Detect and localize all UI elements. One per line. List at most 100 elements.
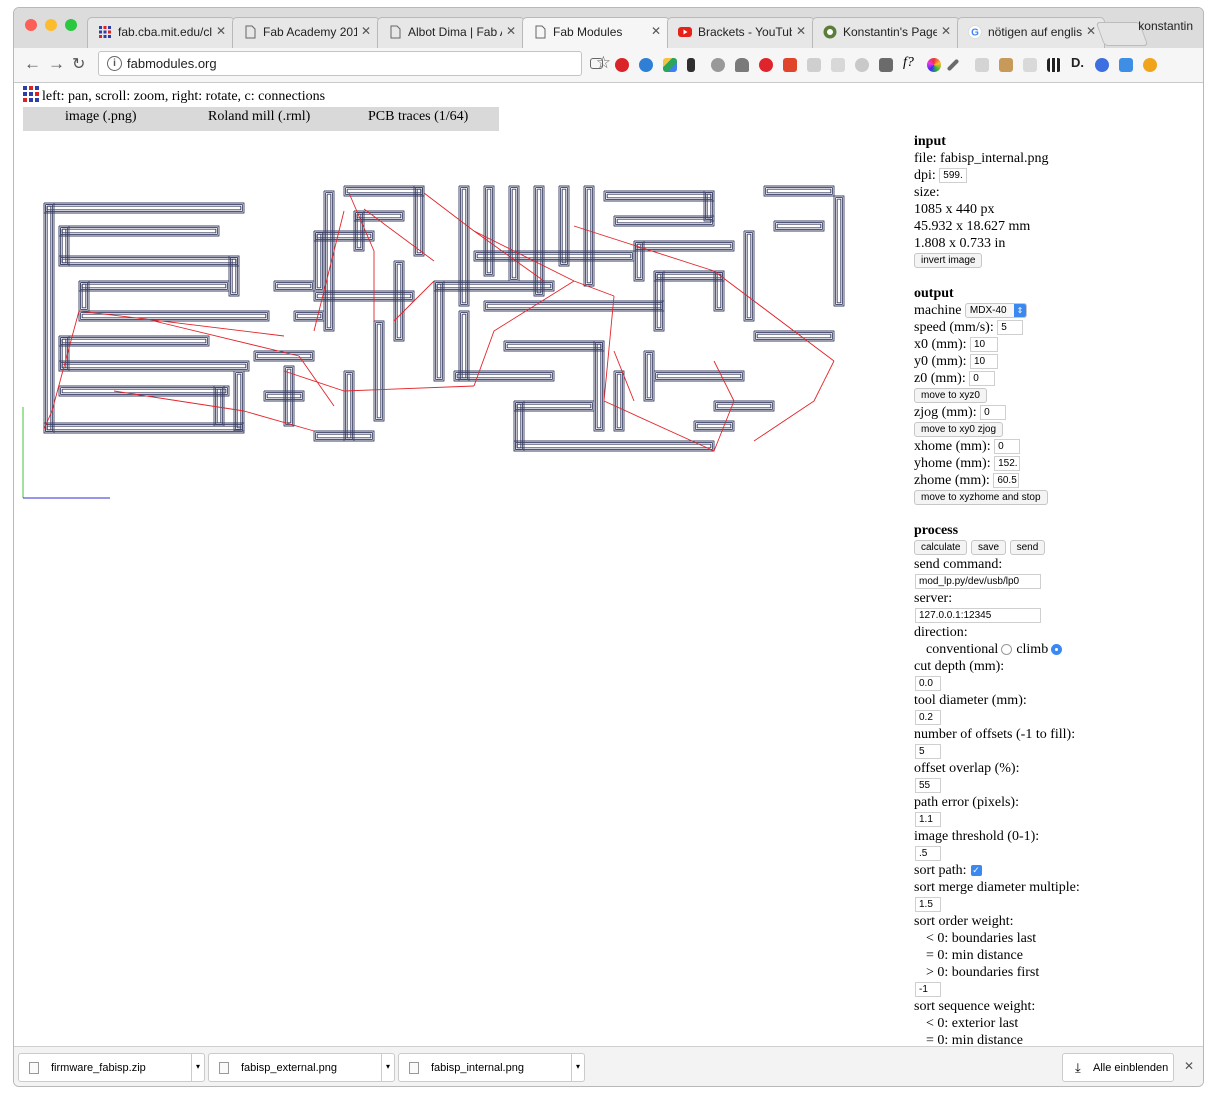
tab-brackets-youtube[interactable]: Brackets - YouTub ✕ bbox=[667, 17, 815, 48]
address-bar[interactable]: i fabmodules.org ☆ bbox=[98, 51, 611, 76]
sort-path-checkbox[interactable]: ✓ bbox=[970, 865, 982, 877]
overlap-input[interactable]: 55 bbox=[915, 778, 941, 794]
menu-process[interactable]: PCB traces (1/64) bbox=[368, 109, 469, 124]
color-wheel-icon[interactable] bbox=[927, 58, 941, 72]
extension-blue-icon[interactable] bbox=[639, 58, 653, 72]
minimize-window-button[interactable] bbox=[45, 19, 57, 31]
info-icon[interactable]: i bbox=[107, 56, 122, 71]
pocket-icon[interactable] bbox=[783, 58, 797, 72]
tab-albot-dima[interactable]: Albot Dima | Fab A ✕ bbox=[377, 17, 525, 48]
extension-light-icon[interactable] bbox=[807, 58, 821, 72]
xhome-label: xhome (mm): bbox=[914, 439, 991, 454]
threshold-input[interactable]: .5 bbox=[915, 846, 941, 862]
path-error-input[interactable]: 1.1 bbox=[915, 812, 941, 828]
extension-light4-icon[interactable] bbox=[1023, 58, 1037, 72]
cut-depth-input[interactable]: 0.0 bbox=[915, 676, 941, 692]
extension-n-icon[interactable] bbox=[975, 58, 989, 72]
tab-close-icon[interactable]: ✕ bbox=[650, 24, 661, 38]
dpi-input[interactable]: 599. bbox=[939, 168, 968, 184]
menu-input-format[interactable]: image (.png) bbox=[65, 109, 137, 124]
adblock-icon[interactable] bbox=[615, 58, 629, 72]
send-button[interactable]: send bbox=[1009, 540, 1046, 556]
extension-light2-icon[interactable] bbox=[831, 58, 845, 72]
k-extension-icon[interactable] bbox=[1095, 58, 1109, 72]
zhome-input[interactable]: 60.5 bbox=[993, 473, 1020, 489]
toolpath-viewport[interactable] bbox=[14, 171, 894, 511]
trace-offset-path bbox=[458, 185, 470, 307]
font-icon[interactable]: f? bbox=[903, 55, 914, 70]
tab-close-icon[interactable]: ✕ bbox=[360, 24, 371, 38]
trace-offset-path bbox=[78, 310, 270, 322]
trace-offset-path bbox=[276, 283, 312, 289]
xhome-input[interactable]: 0 bbox=[994, 439, 1021, 455]
download-menu-arrow-icon[interactable]: ▾ bbox=[191, 1054, 204, 1081]
move-xyzhome-button[interactable]: move to xyzhome and stop bbox=[914, 490, 1048, 506]
qr-code-icon[interactable] bbox=[1047, 58, 1061, 72]
show-all-downloads-button[interactable]: ⤓ Alle einblenden bbox=[1062, 1053, 1174, 1082]
move-xy0-zjog-button[interactable]: move to xy0 zjog bbox=[914, 422, 1004, 438]
trace-offset-path bbox=[295, 312, 323, 320]
eyedropper-icon[interactable] bbox=[946, 58, 960, 72]
tab-fab-cba[interactable]: fab.cba.mit.edu/cl ✕ bbox=[87, 17, 235, 48]
merge-input[interactable]: 1.5 bbox=[915, 897, 941, 913]
offsets-input[interactable]: 5 bbox=[915, 744, 941, 760]
forward-arrow-icon[interactable]: → bbox=[48, 54, 65, 73]
extension-brown-icon[interactable] bbox=[999, 58, 1013, 72]
speed-input[interactable]: 5 bbox=[997, 320, 1024, 336]
output-heading: output bbox=[914, 286, 954, 301]
tab-google-search[interactable]: G nötigen auf englis ✕ bbox=[957, 17, 1105, 48]
trace-offset-path bbox=[435, 282, 553, 290]
back-arrow-icon[interactable]: ← bbox=[24, 54, 41, 73]
y0-input[interactable]: 10 bbox=[970, 354, 998, 370]
download-menu-arrow-icon[interactable]: ▾ bbox=[571, 1054, 584, 1081]
order-weight-input[interactable]: -1 bbox=[915, 982, 941, 998]
connection-link bbox=[313, 210, 345, 332]
calculate-button[interactable]: calculate bbox=[914, 540, 968, 556]
reload-icon[interactable]: ↻ bbox=[72, 56, 86, 73]
tab-close-icon[interactable]: ✕ bbox=[505, 24, 516, 38]
trace-offset-path bbox=[476, 253, 632, 259]
tab-close-icon[interactable]: ✕ bbox=[1085, 24, 1096, 38]
maximize-window-button[interactable] bbox=[65, 19, 77, 31]
send-command-input[interactable]: mod_lp.py/dev/usb/lp0 bbox=[915, 574, 1041, 590]
tab-close-icon[interactable]: ✕ bbox=[940, 24, 951, 38]
z0-input[interactable]: 0 bbox=[969, 371, 996, 387]
extension-dark2-icon[interactable] bbox=[879, 58, 893, 72]
download-menu-arrow-icon[interactable]: ▾ bbox=[381, 1054, 394, 1081]
yhome-input[interactable]: 152. bbox=[994, 456, 1021, 472]
tab-fab-academy[interactable]: Fab Academy 201 ✕ bbox=[232, 17, 380, 48]
climb-radio[interactable] bbox=[1051, 644, 1063, 656]
download-item[interactable]: fabisp_external.png ▾ bbox=[208, 1053, 395, 1082]
drive-icon[interactable] bbox=[663, 58, 677, 72]
invert-image-button[interactable]: invert image bbox=[914, 253, 983, 269]
warning-icon[interactable] bbox=[1143, 58, 1157, 72]
server-input[interactable]: 127.0.0.1:12345 bbox=[915, 608, 1041, 624]
menu-output-format[interactable]: Roland mill (.rml) bbox=[208, 109, 311, 124]
tool-diameter-input[interactable]: 0.2 bbox=[915, 710, 941, 726]
tab-fab-modules[interactable]: Fab Modules ✕ bbox=[522, 17, 670, 49]
calendar-icon[interactable] bbox=[1119, 58, 1133, 72]
save-button[interactable]: save bbox=[970, 540, 1007, 556]
pinterest-icon[interactable] bbox=[759, 58, 773, 72]
x0-input[interactable]: 10 bbox=[970, 337, 998, 353]
extension-light3-icon[interactable] bbox=[855, 58, 869, 72]
extension-dark-icon[interactable] bbox=[687, 58, 695, 72]
dash-icon[interactable]: D. bbox=[1071, 55, 1084, 70]
machine-select[interactable]: MDX-40⇕ bbox=[964, 303, 1027, 319]
close-window-button[interactable] bbox=[25, 19, 37, 31]
bookmark-star-icon[interactable]: ☆ bbox=[595, 53, 611, 72]
zjog-input[interactable]: 0 bbox=[980, 405, 1007, 421]
profile-name[interactable]: konstantin bbox=[1138, 19, 1193, 33]
tab-konstantins-page[interactable]: Konstantin's Page ✕ bbox=[812, 17, 960, 48]
cast-icon[interactable] bbox=[590, 58, 603, 69]
download-item[interactable]: fabisp_internal.png ▾ bbox=[398, 1053, 585, 1082]
tab-close-icon[interactable]: ✕ bbox=[215, 24, 226, 38]
download-item[interactable]: firmware_fabisp.zip ▾ bbox=[18, 1053, 205, 1082]
conventional-radio[interactable] bbox=[1001, 644, 1013, 656]
move-xyz0-button[interactable]: move to xyz0 bbox=[914, 388, 987, 404]
close-download-bar-icon[interactable]: ✕ bbox=[1184, 1059, 1195, 1073]
trace-offset-path bbox=[713, 400, 775, 412]
tab-close-icon[interactable]: ✕ bbox=[795, 24, 806, 38]
extension-tool-icon[interactable] bbox=[735, 58, 749, 72]
extension-gray-icon[interactable] bbox=[711, 58, 725, 72]
